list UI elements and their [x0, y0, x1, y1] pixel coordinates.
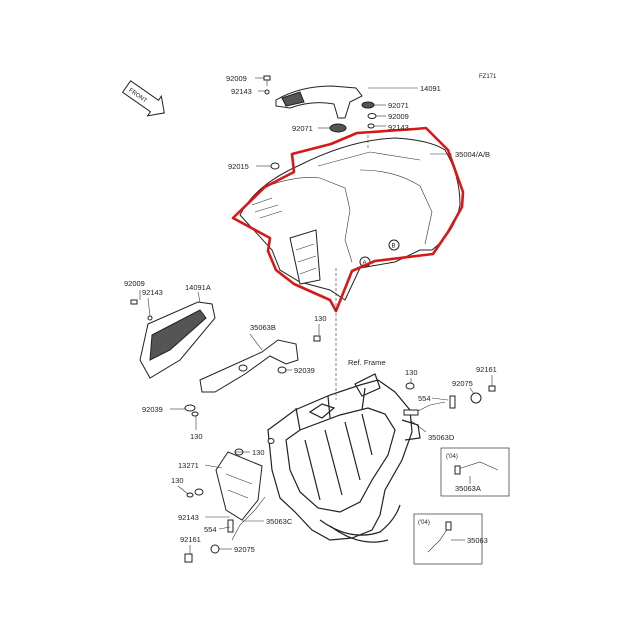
callout-35063d: 35063D [428, 433, 455, 442]
bolt-icon [367, 113, 377, 119]
grommet-icon [361, 101, 375, 109]
callout-35063a: 35063A [455, 484, 481, 493]
top-cover-14091 [275, 85, 363, 119]
nut-icon [194, 488, 204, 496]
bolt-icon [263, 75, 271, 86]
inset-35063 [413, 513, 483, 565]
callout-130-e: 130 [405, 368, 418, 377]
callout-35004: 35004/A/B [455, 150, 490, 159]
highlight-outline [231, 126, 465, 313]
callout-13271: 13271 [178, 461, 199, 470]
bolt-icon [313, 335, 321, 342]
callout-14091a: 14091A [185, 283, 211, 292]
circle-a-label: A [363, 261, 367, 267]
inset-35063A [440, 447, 510, 497]
figure-id: FZ171 [479, 74, 497, 80]
bracket-35063B [199, 339, 299, 393]
callout-554-a: 554 [204, 525, 217, 534]
rear-fender-35004 [239, 137, 461, 301]
washer-icon [147, 315, 153, 321]
callout-554-b: 554 [418, 394, 431, 403]
washer-icon [367, 123, 375, 129]
callout-130-d: 130 [171, 476, 184, 485]
callout-92039-a: 92039 [294, 366, 315, 375]
callout-92075-a: 92075 [234, 545, 255, 554]
circle-b-label: B [392, 244, 396, 250]
side-cover-14091A [139, 301, 216, 379]
callout-14091: 14091 [420, 84, 441, 93]
bolt-icon [405, 382, 415, 390]
callout-92071-b: 92071 [292, 124, 313, 133]
bracket-13271 [215, 451, 263, 521]
inset-year-b: ('04) [418, 520, 430, 526]
chassis-frame [267, 373, 421, 543]
washer-icon [186, 492, 194, 498]
washer-icon [264, 89, 270, 95]
bolt-icon [130, 299, 138, 305]
callout-92039-b: 92039 [142, 405, 163, 414]
grommet-icon [329, 123, 347, 133]
callout-92009-b: 92009 [388, 112, 409, 121]
callout-92009-top: 92009 [226, 74, 247, 83]
bolt-icon [277, 366, 287, 374]
callout-130-a: 130 [314, 314, 327, 323]
cable-35063D [403, 401, 446, 416]
callout-92075-b: 92075 [452, 379, 473, 388]
front-arrow-icon: FRONT [121, 80, 165, 117]
inset-year-a: ('04) [446, 454, 458, 460]
cable-35063C [227, 496, 266, 541]
bolt-icon [488, 385, 496, 392]
circle-b-marker [388, 239, 400, 251]
callout-35063c: 35063C [266, 517, 293, 526]
callout-35063b: 35063B [250, 323, 276, 332]
callout-92143-top: 92143 [231, 87, 252, 96]
callout-92015: 92015 [228, 162, 249, 171]
bolt-icon [267, 438, 275, 444]
callout-92143-c: 92143 [178, 513, 199, 522]
washer-icon [210, 544, 220, 554]
nut-icon [238, 364, 248, 372]
bolt-icon [184, 404, 196, 412]
callout-130-b: 130 [190, 432, 203, 441]
callout-130-c: 130 [252, 448, 265, 457]
leader-lines [139, 77, 493, 554]
callout-92161-a: 92161 [180, 535, 201, 544]
callout-35063: 35063 [467, 536, 488, 545]
washer-icon [191, 411, 199, 417]
callout-92143-b: 92143 [388, 123, 409, 132]
switch-icon [449, 395, 456, 409]
callout-92071-a: 92071 [388, 101, 409, 110]
callout-92161-b: 92161 [476, 365, 497, 374]
callout-92009-l: 92009 [124, 279, 145, 288]
bolt-icon [270, 162, 280, 170]
bolt-icon [184, 553, 193, 563]
callout-92143-l: 92143 [142, 288, 163, 297]
ref-frame-label: Ref. Frame [348, 358, 386, 367]
washer-icon [470, 392, 482, 404]
